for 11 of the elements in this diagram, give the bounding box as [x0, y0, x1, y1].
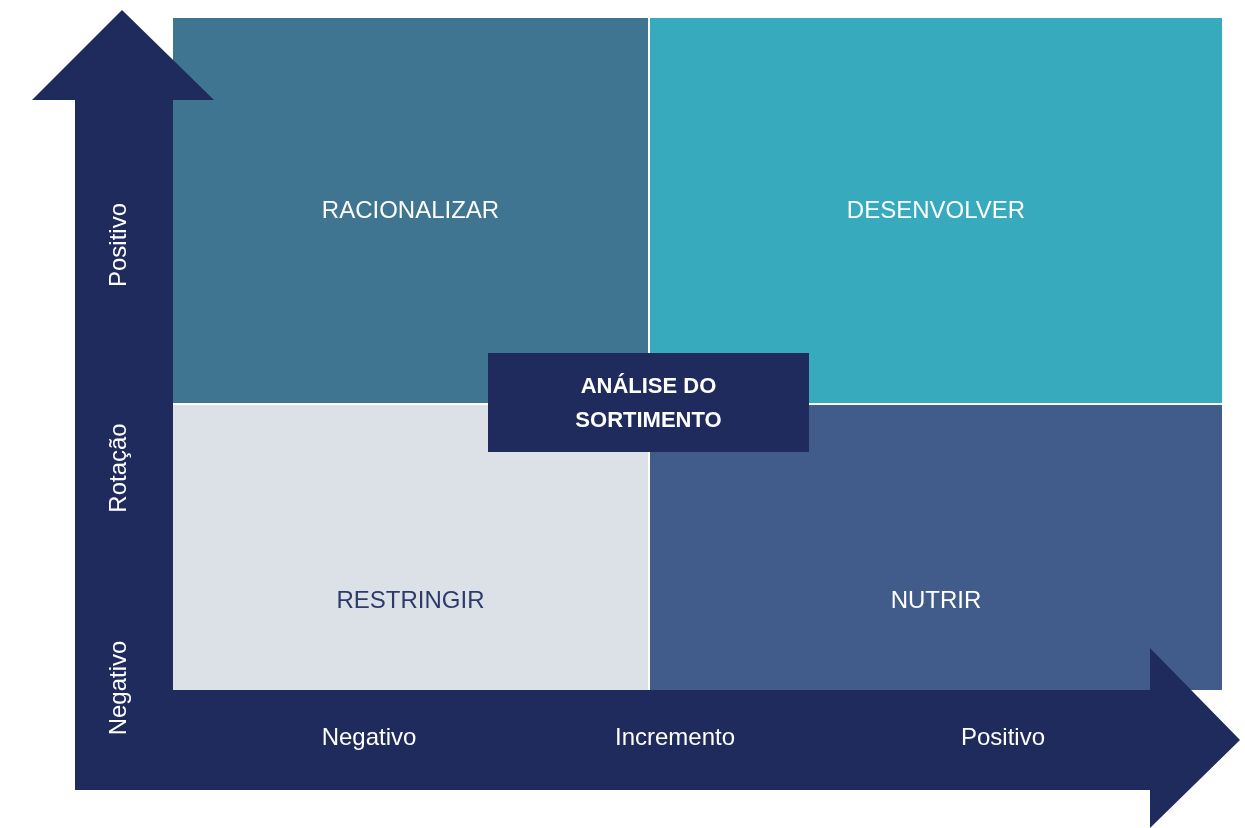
quadrant-label: RACIONALIZAR — [321, 196, 500, 224]
axis-label: Positivo — [961, 723, 1045, 751]
title-box: ANÁLISE DO SORTIMENTO — [488, 353, 809, 452]
axis-label: Positivo — [104, 203, 132, 287]
quadrant-label: NUTRIR — [890, 586, 982, 614]
axis-label: Incremento — [614, 723, 736, 751]
quadrant-label: DESENVOLVER — [846, 196, 1026, 224]
quadrant-label: RESTRINGIR — [336, 586, 485, 614]
axis-label: Negativo — [104, 640, 132, 736]
axis-label: Rotação — [104, 423, 132, 513]
axis-label: Negativo — [321, 723, 417, 751]
